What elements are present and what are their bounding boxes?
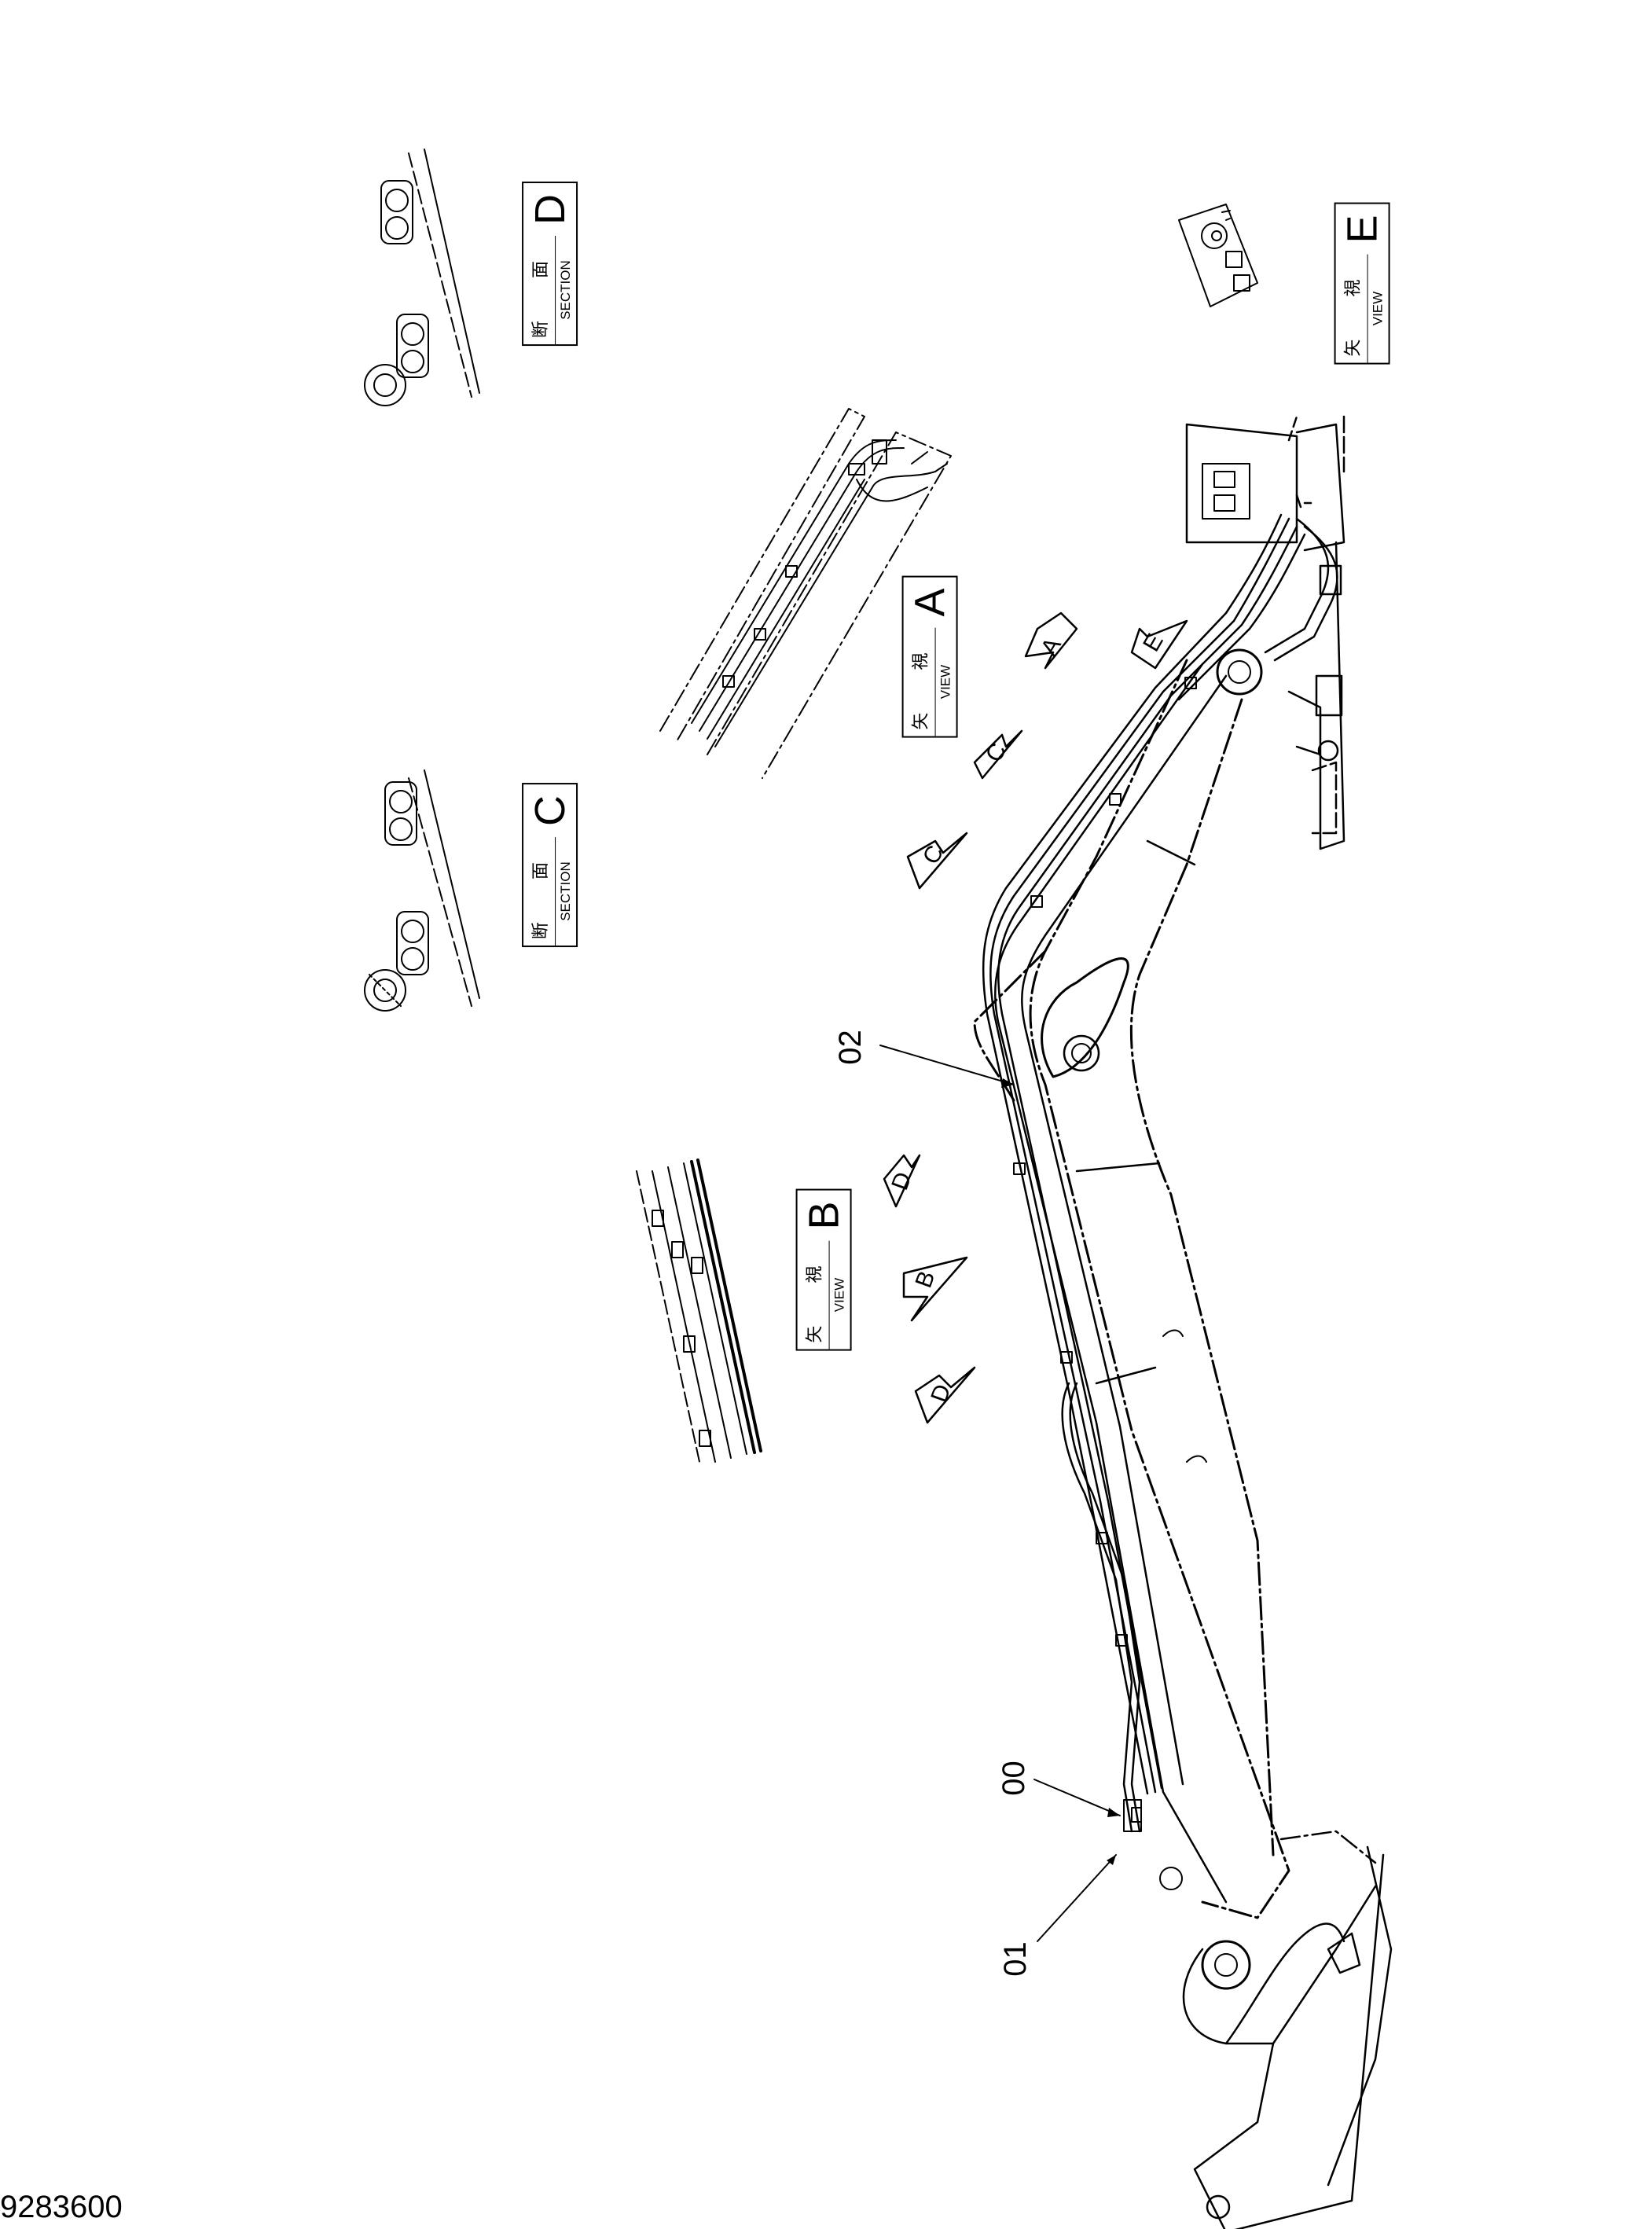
view-a-detail — [659, 408, 952, 779]
part-label-02: 02 — [832, 1030, 868, 1065]
part-label-00: 00 — [996, 1761, 1031, 1796]
boom-outline — [973, 659, 1290, 1919]
view-a-jp: 矢 視 — [903, 627, 936, 736]
upper-structure — [1185, 415, 1345, 850]
view-e-jp: 矢 視 — [1335, 254, 1368, 363]
boom-edges — [994, 663, 1228, 1904]
arm-outline — [1182, 1830, 1393, 2229]
section-c-en: SECTION — [558, 861, 574, 921]
section-c-jp: 断 面 — [523, 836, 556, 946]
part-label-01: 01 — [997, 1941, 1033, 1977]
view-b-detail — [636, 1159, 762, 1463]
view-a-en: VIEW — [938, 664, 953, 700]
direction-arrows — [883, 611, 1188, 1424]
view-e-detail — [1178, 204, 1258, 307]
document-number: 9283600 — [0, 2190, 123, 2224]
boom-slot — [1041, 957, 1129, 1078]
section-d-letter: D — [526, 193, 574, 225]
hose-bundle — [982, 513, 1338, 1833]
view-b-jp: 矢 視 — [797, 1240, 830, 1350]
view-b-letter: B — [800, 1201, 848, 1230]
section-d-jp: 断 面 — [523, 235, 556, 345]
valve-block — [1202, 463, 1250, 520]
hose-clamps — [1013, 677, 1197, 1832]
section-c-detail — [364, 769, 480, 1012]
view-e-letter: E — [1338, 215, 1386, 244]
view-b-en: VIEW — [832, 1277, 847, 1313]
section-d-detail — [364, 149, 480, 406]
leader-lines — [879, 1045, 1121, 1942]
section-c-letter: C — [526, 795, 574, 826]
view-e-en: VIEW — [1370, 291, 1386, 326]
section-d-en: SECTION — [558, 260, 574, 320]
view-a-letter: A — [906, 588, 954, 617]
